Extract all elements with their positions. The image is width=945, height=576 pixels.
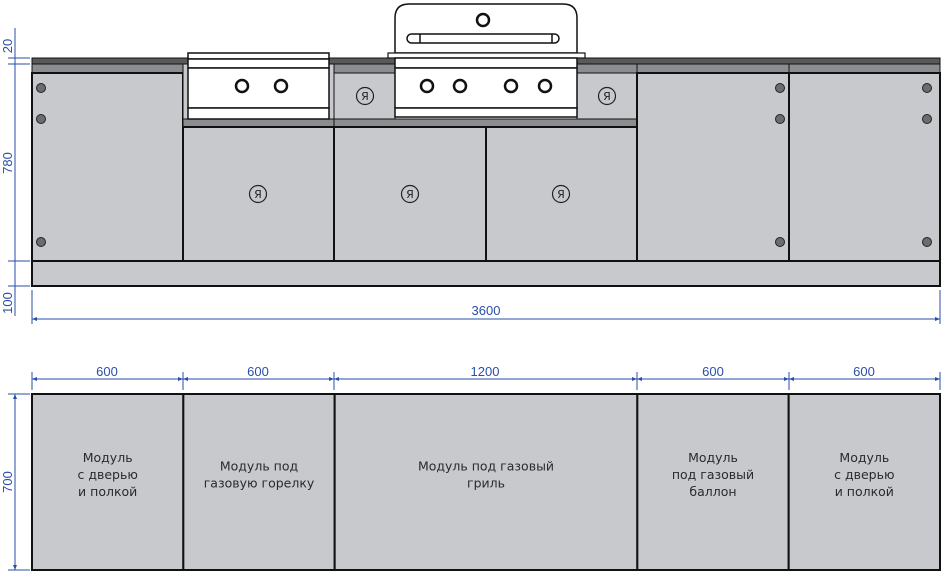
svg-text:Я: Я xyxy=(406,188,414,201)
plan-module xyxy=(182,393,336,571)
total-width-label: 3600 xyxy=(472,303,501,318)
brand-logo-icon: Я xyxy=(551,184,571,204)
module-width-label: 600 xyxy=(702,364,724,379)
module-label: с дверью xyxy=(834,467,894,482)
logos: Я Я Я Я Я xyxy=(248,86,617,204)
module-width-label: 1200 xyxy=(471,364,500,379)
lid-knob-icon xyxy=(475,12,491,28)
cabinet-height-label: 780 xyxy=(0,152,15,174)
hinge-icon xyxy=(36,114,46,124)
grill-door-left xyxy=(333,126,487,262)
countertop-thickness-label: 20 xyxy=(0,39,15,53)
brand-logo-icon: Я xyxy=(597,86,617,106)
module-width-label: 600 xyxy=(853,364,875,379)
brand-logo-icon: Я xyxy=(248,184,268,204)
burner-shelf xyxy=(182,118,335,128)
svg-text:Я: Я xyxy=(254,188,262,201)
cylinder-top-rail xyxy=(636,63,790,74)
plan-module xyxy=(333,393,639,571)
hinges xyxy=(36,83,932,247)
grill-door-right xyxy=(485,126,638,262)
plan-dimensions xyxy=(8,372,941,571)
plan-module xyxy=(31,393,185,571)
burner-door xyxy=(182,126,335,262)
grill-knob-icon xyxy=(503,78,519,94)
grill-knob-icon xyxy=(537,78,553,94)
svg-text:Я: Я xyxy=(557,188,565,201)
gas-burner xyxy=(187,52,330,120)
grill-lid xyxy=(394,3,578,54)
grill-side-panel-right xyxy=(576,72,638,120)
left-module-top-rail xyxy=(31,63,184,74)
grill-knob-icon xyxy=(419,78,435,94)
right-top-rail xyxy=(788,63,941,74)
svg-text:Я: Я xyxy=(603,90,611,103)
module-label: Модуль xyxy=(83,450,133,465)
hinge-icon xyxy=(922,114,932,124)
hinge-icon xyxy=(775,83,785,93)
right-door xyxy=(788,72,941,262)
plinth xyxy=(31,260,941,287)
front-dimensions xyxy=(8,28,941,324)
lid-handle xyxy=(406,33,560,44)
plan-module xyxy=(787,393,942,571)
module-label: с дверью xyxy=(77,467,137,482)
hinge-icon xyxy=(36,237,46,247)
module-width-label: 600 xyxy=(96,364,118,379)
module-label: баллон xyxy=(689,484,736,499)
plan-view: Модуль с дверью и полкой Модуль под газовую … xyxy=(0,364,942,571)
cylinder-door xyxy=(636,72,790,262)
module-label: гриль xyxy=(467,476,505,491)
module-label: газовую горелку xyxy=(204,476,315,491)
hinge-icon xyxy=(922,83,932,93)
depth-label: 700 xyxy=(0,471,15,493)
svg-text:Я: Я xyxy=(361,90,369,103)
hinge-icon xyxy=(775,114,785,124)
front-view: Я Я Я Я Я 20 780 100 3600 xyxy=(0,3,941,324)
hinge-icon xyxy=(36,83,46,93)
brand-logo-icon: Я xyxy=(400,184,420,204)
module-label: под газовый xyxy=(672,467,754,482)
burner-knob-icon xyxy=(234,78,250,94)
left-door xyxy=(31,72,184,262)
hinge-icon xyxy=(775,237,785,247)
module-label: Модуль под газовый xyxy=(418,459,554,474)
module-label: Модуль под xyxy=(220,459,298,474)
module-label: и полкой xyxy=(835,484,894,499)
gas-grill xyxy=(387,3,586,118)
plinth-height-label: 100 xyxy=(0,292,15,314)
grill-knob-icon xyxy=(452,78,468,94)
grill-shelf xyxy=(333,118,638,128)
plan-module xyxy=(636,393,790,571)
brand-logo-icon: Я xyxy=(355,86,375,106)
module-label: и полкой xyxy=(78,484,137,499)
grill-side-panel-left xyxy=(333,72,396,120)
hinge-icon xyxy=(922,237,932,247)
burner-knob-icon xyxy=(273,78,289,94)
module-width-label: 600 xyxy=(247,364,269,379)
module-label: Модуль xyxy=(839,450,889,465)
module-label: Модуль xyxy=(688,450,738,465)
